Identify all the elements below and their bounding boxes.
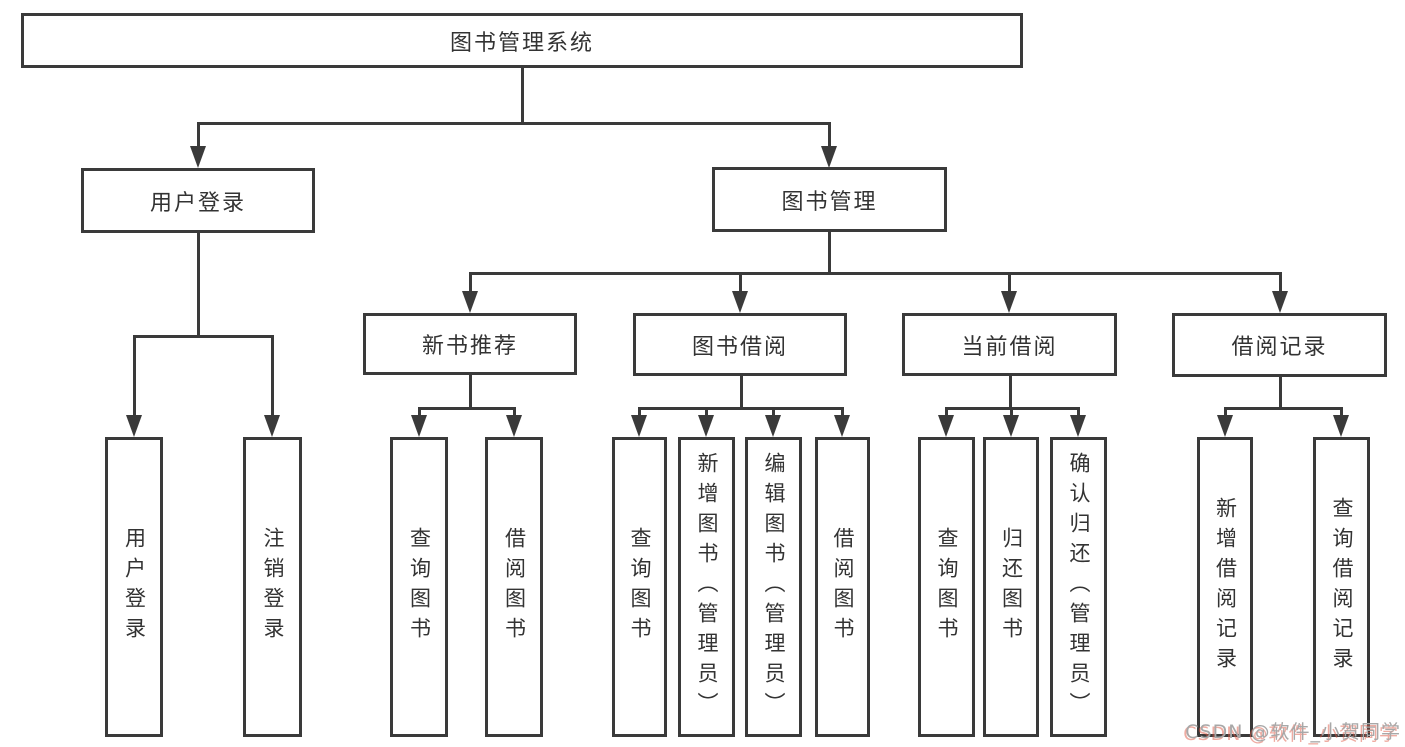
arrowhead-icon (821, 146, 837, 168)
connector-line (1278, 272, 1282, 295)
connector-line (1076, 407, 1080, 419)
connector-line (468, 272, 472, 295)
node-add-borrow-record: 新增借阅记录 (1197, 437, 1253, 737)
connector-line (270, 335, 274, 419)
node-label-query-book-1: 查询图书 (407, 527, 432, 647)
connector-line (132, 335, 274, 338)
node-label-add-borrow-record: 新增借阅记录 (1213, 497, 1238, 677)
connector-line (417, 407, 421, 419)
node-add-book-admin: 新增图书（管理员） (678, 437, 735, 737)
connector-line (1009, 407, 1013, 419)
node-root: 图书管理系统 (21, 13, 1023, 68)
arrowhead-icon (938, 415, 954, 437)
node-label-borrow-book-2: 借阅图书 (831, 527, 855, 647)
node-label-current-borrow: 当前借阅 (961, 334, 1058, 360)
connector-line (637, 407, 641, 419)
node-label-logout-leaf: 注销登录 (261, 527, 285, 647)
node-label-book-management: 图书管理 (781, 189, 878, 215)
node-confirm-return-admin: 确认归还（管理员） (1050, 437, 1107, 737)
connector-line (1278, 376, 1282, 410)
node-label-add-book-admin: 新增图书（管理员） (695, 452, 719, 722)
node-label-return-book: 归还图书 (999, 527, 1024, 647)
connector-line (132, 335, 136, 419)
arrowhead-icon (1070, 415, 1086, 437)
node-query-borrow-record: 查询借阅记录 (1313, 437, 1370, 737)
csdn-watermark: CSDN @软件_小贺同学 (1185, 721, 1401, 743)
arrowhead-icon (1001, 291, 1017, 313)
connector-line (520, 67, 524, 125)
node-label-confirm-return-admin: 确认归还（管理员） (1067, 452, 1091, 722)
connector-line (827, 122, 831, 150)
node-borrow-book-2: 借阅图书 (815, 437, 870, 737)
node-query-book-1: 查询图书 (390, 437, 448, 737)
arrowhead-icon (462, 291, 478, 313)
node-query-book-2: 查询图书 (612, 437, 667, 737)
arrowhead-icon (411, 415, 427, 437)
node-user-login: 用户登录 (81, 168, 315, 233)
arrowhead-icon (631, 415, 647, 437)
node-return-book: 归还图书 (983, 437, 1039, 737)
arrowhead-icon (698, 415, 714, 437)
connector-line (196, 122, 200, 150)
node-label-user-login: 用户登录 (149, 190, 246, 216)
connector-line (840, 407, 844, 419)
connector-line (468, 374, 472, 410)
node-logout-leaf: 注销登录 (243, 437, 302, 737)
connector-line (468, 272, 1282, 275)
connector-line (1339, 407, 1343, 419)
connector-line (704, 407, 708, 419)
node-query-book-3: 查询图书 (918, 437, 975, 737)
arrowhead-icon (1217, 415, 1233, 437)
node-new-book-recommend: 新书推荐 (363, 313, 577, 375)
arrowhead-icon (126, 415, 142, 437)
arrowhead-icon (765, 415, 781, 437)
node-label-borrow-book-1: 借阅图书 (502, 527, 527, 647)
node-book-management: 图书管理 (712, 167, 947, 232)
node-user-login-leaf: 用户登录 (105, 437, 163, 737)
connector-line (196, 232, 200, 338)
arrowhead-icon (1272, 291, 1288, 313)
connector-line (1223, 407, 1227, 419)
node-edit-book-admin: 编辑图书（管理员） (745, 437, 802, 737)
node-book-borrow: 图书借阅 (633, 313, 847, 376)
node-label-query-borrow-record: 查询借阅记录 (1330, 497, 1354, 677)
connector-line (771, 407, 775, 419)
connector-line (637, 407, 844, 410)
arrowhead-icon (834, 415, 850, 437)
connector-line (1008, 375, 1012, 410)
connector-line (417, 407, 516, 410)
connector-line (944, 407, 948, 419)
connector-line (739, 375, 743, 410)
arrowhead-icon (190, 146, 206, 168)
arrowhead-icon (506, 415, 522, 437)
connector-line (196, 122, 831, 125)
node-label-query-book-2: 查询图书 (628, 527, 652, 647)
arrowhead-icon (1333, 415, 1349, 437)
node-label-borrow-record: 借阅记录 (1231, 335, 1328, 360)
connector-line (738, 272, 742, 295)
arrowhead-icon (264, 415, 280, 437)
node-current-borrow: 当前借阅 (902, 313, 1117, 376)
connector-line (1223, 407, 1343, 410)
node-label-user-login-leaf: 用户登录 (122, 527, 147, 647)
arrowhead-icon (732, 291, 748, 313)
node-label-query-book-3: 查询图书 (935, 527, 959, 647)
node-label-edit-book-admin: 编辑图书（管理员） (762, 452, 786, 722)
node-label-book-borrow: 图书借阅 (691, 334, 788, 360)
node-borrow-book-1: 借阅图书 (485, 437, 543, 737)
connector-line (827, 231, 831, 275)
connector-line (512, 407, 516, 419)
node-borrow-record: 借阅记录 (1172, 313, 1387, 377)
connector-line (1007, 272, 1011, 295)
arrowhead-icon (1003, 415, 1019, 437)
node-label-new-book-recommend: 新书推荐 (421, 334, 518, 359)
node-label-root: 图书管理系统 (449, 30, 594, 56)
